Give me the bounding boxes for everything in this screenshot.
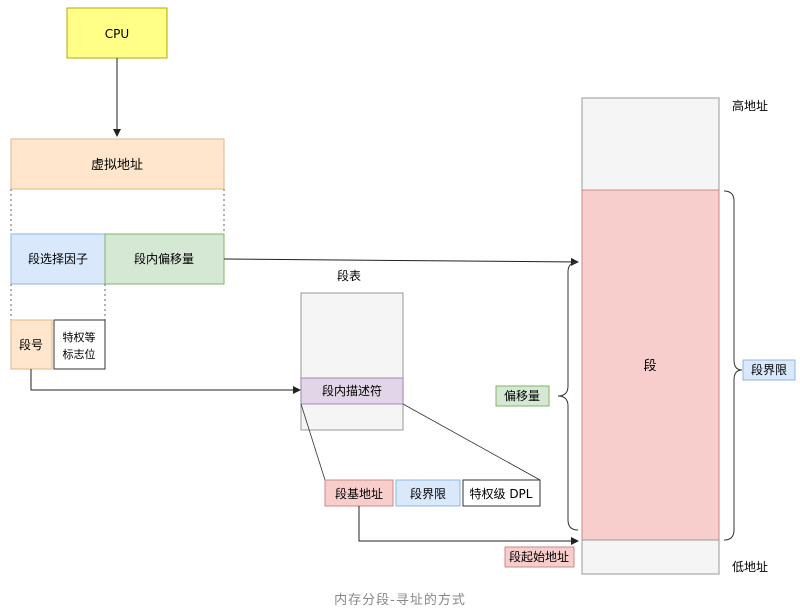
cpu-node: CPU xyxy=(66,7,168,59)
high-address-label: 高地址 xyxy=(732,98,768,113)
offset-to-memory-arrow xyxy=(223,257,579,266)
segment-limit-tag: 段界限 xyxy=(742,359,796,381)
segment-descriptor-row xyxy=(300,377,404,405)
intra-segment-offset-box: 段内偏移量 xyxy=(104,233,225,285)
segment-selector-box: 段选择因子 xyxy=(10,233,106,285)
segment-table: 段内描述符 xyxy=(300,292,404,431)
virtual-address-label: 虚拟地址 xyxy=(91,158,143,173)
segment-base-address-label: 段基地址 xyxy=(335,486,383,501)
segment-limit-brace xyxy=(723,190,743,541)
segment-limit-tag-label: 段界限 xyxy=(751,362,787,377)
dpl-field: 特权级 DPL xyxy=(462,479,541,507)
segment-number-label: 段号 xyxy=(19,337,43,352)
memory-column: 段 xyxy=(581,97,720,575)
privilege-flags-box: 特权等 标志位 xyxy=(53,319,106,370)
privilege-flags-line2: 标志位 xyxy=(63,347,96,361)
segment-number-box: 段号 xyxy=(10,319,53,370)
virtual-address-box: 虚拟地址 xyxy=(10,138,225,190)
segment-limit-label: 段界限 xyxy=(410,486,446,501)
segment-number-to-table-arrow xyxy=(30,369,301,394)
start-address-tag: 段起始地址 xyxy=(504,546,575,568)
offset-brace xyxy=(557,261,579,531)
privilege-flags-line1: 特权等 xyxy=(63,330,96,344)
cpu-label: CPU xyxy=(105,27,129,41)
segment-descriptor-label: 段内描述符 xyxy=(322,383,382,398)
segment-selector-label: 段选择因子 xyxy=(28,251,88,266)
figure-caption: 内存分段-寻址的方式 xyxy=(334,593,466,608)
offset-tag-label: 偏移量 xyxy=(504,388,540,403)
low-address-label: 低地址 xyxy=(732,560,768,574)
intra-segment-offset-label: 段内偏移量 xyxy=(134,251,194,266)
zoom-line xyxy=(300,403,326,481)
segment-label: 段 xyxy=(643,359,656,374)
zoom-line xyxy=(402,403,541,481)
segment-limit-field: 段界限 xyxy=(395,479,461,507)
dpl-label: 特权级 DPL xyxy=(470,486,533,501)
memory-upper-region xyxy=(581,97,720,191)
base-to-memory-arrow xyxy=(358,506,579,545)
start-address-tag-label: 段起始地址 xyxy=(509,549,569,564)
memory-lower-region xyxy=(581,539,720,575)
memory-segment-region xyxy=(581,189,720,541)
segment-base-address-field: 段基地址 xyxy=(324,479,394,507)
segment-table-title: 段表 xyxy=(337,268,361,283)
offset-tag: 偏移量 xyxy=(495,385,550,407)
